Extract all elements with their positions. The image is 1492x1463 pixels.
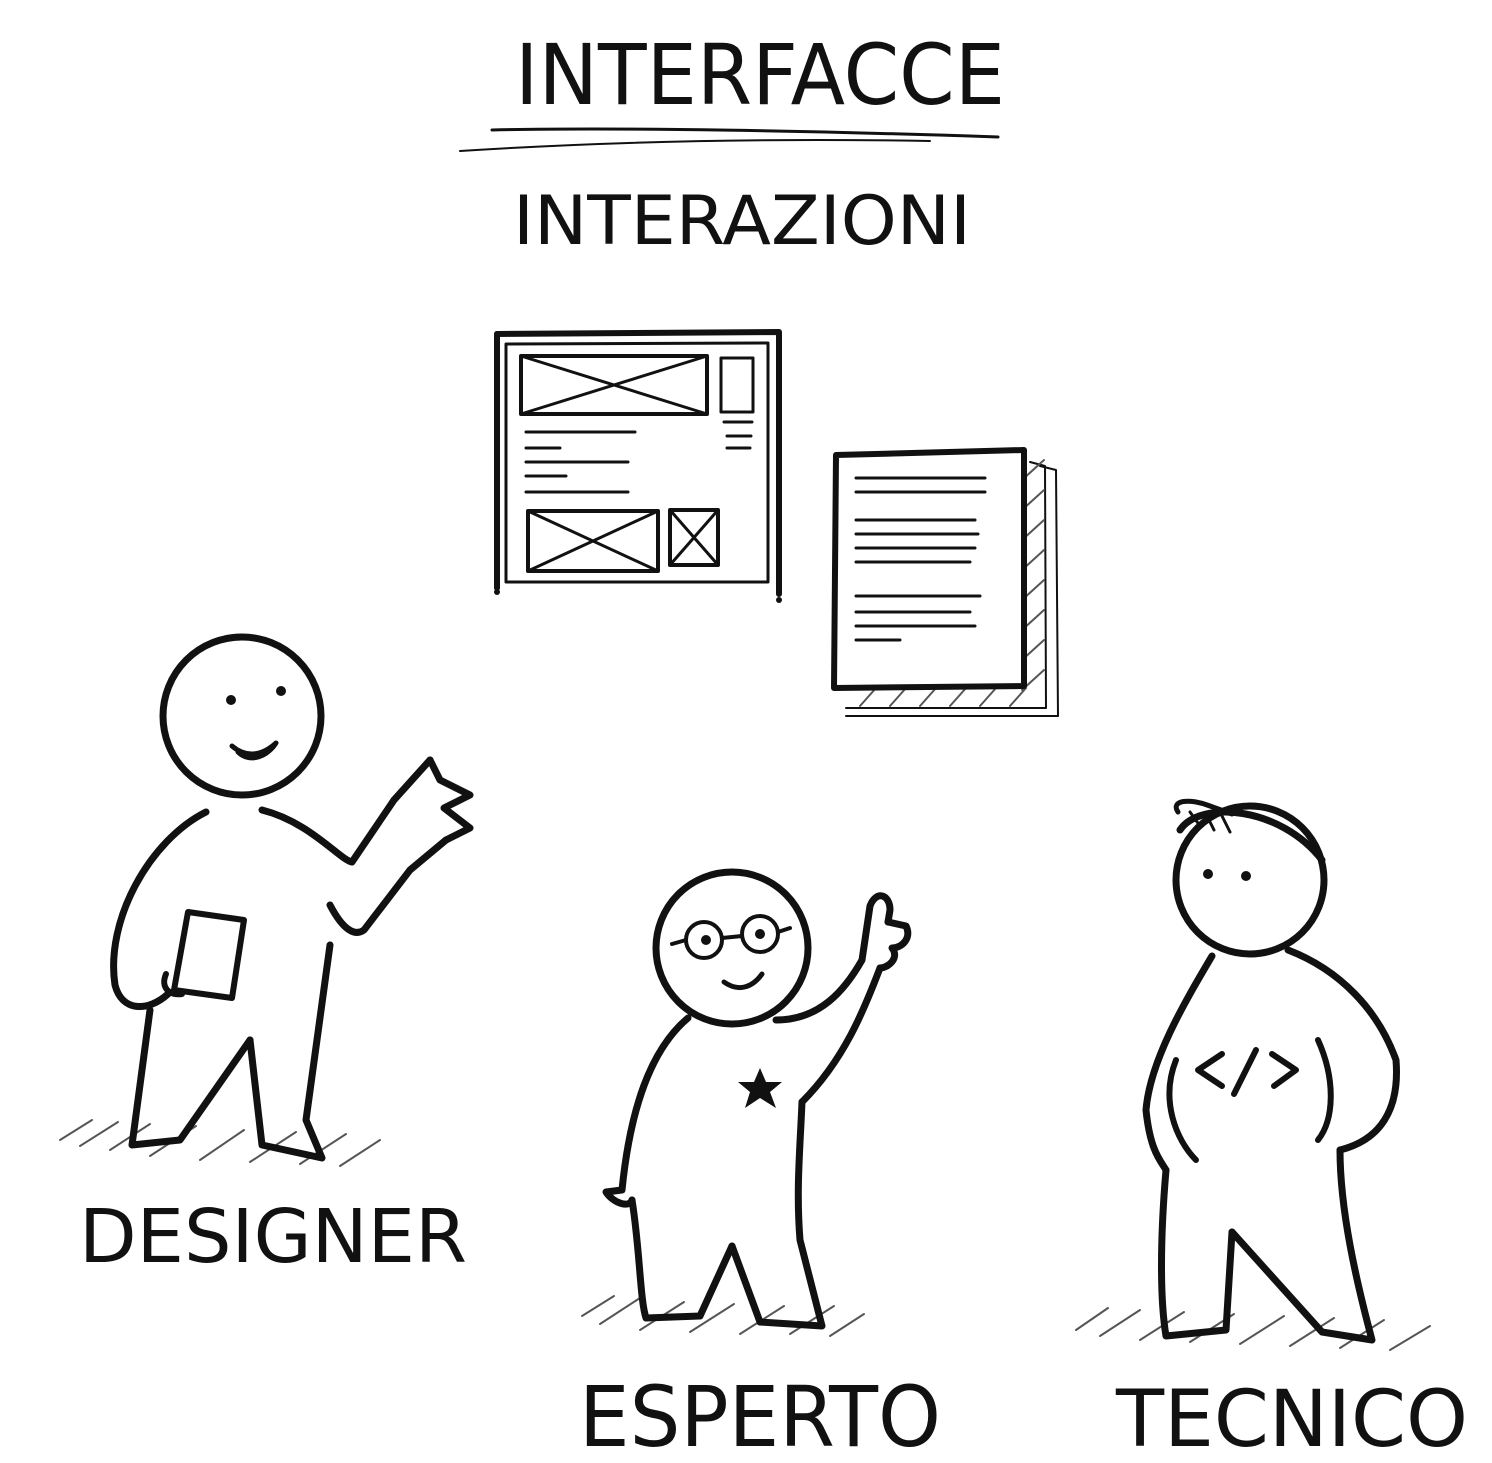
- code-tag-icon: [1195, 1047, 1299, 1097]
- tecnico-head: [1172, 802, 1328, 958]
- subtitle-interazioni: INTERAZIONI: [513, 182, 971, 261]
- tablet-icon: [171, 909, 247, 1001]
- label-esperto: ESPERTO: [579, 1368, 941, 1463]
- label-designer: DESIGNER: [79, 1194, 467, 1280]
- document-stack-icon: [831, 447, 1059, 717]
- esperto-head: [652, 868, 812, 1028]
- designer-figure: [59, 633, 474, 1167]
- label-tecnico: TECNICO: [1115, 1375, 1468, 1463]
- heading-group: INTERFACCE INTERAZIONI: [459, 26, 1005, 261]
- esperto-figure: [581, 868, 912, 1337]
- star-badge-icon: [738, 1068, 782, 1108]
- tecnico-ground-shadow: [1075, 1307, 1431, 1351]
- glasses-icon: [670, 914, 792, 960]
- title-divider: [490, 127, 1000, 139]
- title-divider-accent: [459, 139, 931, 152]
- cap-icon: [1173, 798, 1326, 864]
- designer-ground-shadow: [59, 1119, 381, 1167]
- wireframe-icon: [494, 329, 782, 603]
- tecnico-figure: [1075, 798, 1431, 1351]
- designer-head: [159, 633, 325, 799]
- title-interfacce: INTERFACCE: [515, 26, 1005, 124]
